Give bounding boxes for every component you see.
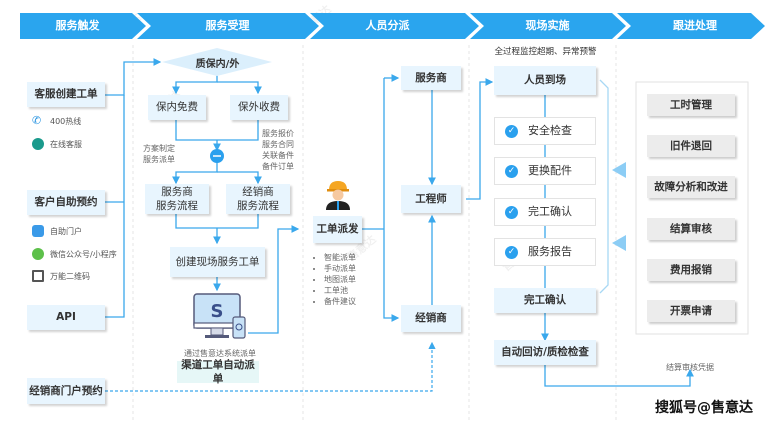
followup-item: 结算审核 xyxy=(647,218,735,240)
followup-panel xyxy=(635,81,749,335)
step-label: 服务报告 xyxy=(528,244,572,258)
channel-online-cs: 在线客服 xyxy=(32,138,82,150)
note-line: 服务报价 xyxy=(262,129,294,138)
stage-banner xyxy=(20,13,765,39)
dispatch-method: 备件建议 xyxy=(324,296,356,307)
dispatch-methods-list: 智能派单 手动派单 地图派单 工单池 备件建议 xyxy=(312,252,356,307)
onsite-step: ✓ 安全检查 xyxy=(494,117,596,145)
stage-followup: 跟进处理 xyxy=(673,19,717,32)
note-line: 服务派单 xyxy=(143,155,175,164)
dealer-portal-booking-box: 经销商门户预约 xyxy=(27,378,105,404)
channel-label: 400热线 xyxy=(50,116,82,126)
qrcode-icon xyxy=(32,270,44,282)
warranty-decision-label: 质保内/外 xyxy=(195,59,240,70)
engineer-box: 工程师 xyxy=(401,185,461,213)
box-line: 服务流程 xyxy=(156,200,198,212)
computer-system-icon: S xyxy=(193,293,246,339)
footer-credit: 搜狐号@售意达 xyxy=(655,400,753,416)
warranty-decision-diamond xyxy=(162,48,272,76)
channel-hotline: ✆ 400热线 xyxy=(32,115,81,127)
followup-item: 旧件退回 xyxy=(647,135,735,157)
channel-qrcode: 万能二维码 xyxy=(32,270,90,282)
wechat-icon xyxy=(32,248,44,260)
create-field-order-box: 创建现场服务工单 xyxy=(170,247,265,277)
note-line: 服务合同 xyxy=(262,140,294,149)
channel-label: 微信公众号/小程序 xyxy=(50,249,117,259)
note-line: 备件订单 xyxy=(262,162,294,171)
settlement-basis-note: 结算审核凭据 xyxy=(666,363,714,372)
system-dispatch-caption: 通过售意达系统派单 xyxy=(184,349,256,358)
followup-item: 开票申请 xyxy=(647,300,735,322)
channel-wechat: 微信公众号/小程序 xyxy=(32,248,117,260)
dispatch-method: 工单池 xyxy=(324,285,356,296)
revisit-quality-check-box: 自动回访/质检检查 xyxy=(494,340,596,365)
self-booking-box: 客户自助预约 xyxy=(27,190,105,215)
feedback-arrow xyxy=(612,162,626,178)
api-box: API xyxy=(27,305,105,330)
followup-item: 故障分析和改进 xyxy=(647,176,735,198)
staff-arrival-box: 人员到场 xyxy=(494,66,596,95)
channel-label: 在线客服 xyxy=(50,139,82,149)
channel-auto-dispatch-box: 渠道工单自动派单 xyxy=(177,359,259,385)
stage-dispatch: 人员分派 xyxy=(365,19,410,32)
engineer-avatar-icon xyxy=(326,181,350,210)
monitor-note: 全过程监控超期、异常预警 xyxy=(494,47,597,57)
step-label: 更换配件 xyxy=(528,163,572,177)
followup-item: 费用报销 xyxy=(647,259,735,281)
out-warranty-note: 服务报价 服务合同 关联备件 备件订单 xyxy=(262,128,294,172)
check-icon: ✓ xyxy=(505,205,518,219)
stage-onsite: 现场实施 xyxy=(525,19,570,32)
note-line: 关联备件 xyxy=(262,151,294,160)
feedback-arrow xyxy=(612,235,626,251)
out-warranty-box: 保外收费 xyxy=(230,95,288,120)
completion-confirm-box: 完工确认 xyxy=(494,288,596,313)
phone-icon: ✆ xyxy=(32,114,42,127)
step-label: 完工确认 xyxy=(528,204,572,218)
stage-trigger: 服务触发 xyxy=(55,19,100,32)
check-icon: ✓ xyxy=(505,245,518,259)
dispatch-method: 手动派单 xyxy=(324,263,356,274)
stage-acceptance: 服务受理 xyxy=(205,19,250,32)
channel-label: 自助门户 xyxy=(50,226,82,236)
check-icon: ✓ xyxy=(505,124,518,138)
in-warranty-note: 方案制定 服务派单 xyxy=(143,143,175,165)
work-order-dispatch-box: 工单派发 xyxy=(313,216,362,243)
dispatch-method: 地图派单 xyxy=(324,274,356,285)
onsite-step: ✓ 服务报告 xyxy=(494,238,596,266)
dispatch-method: 智能派单 xyxy=(324,252,356,263)
box-line: 服务流程 xyxy=(237,200,279,212)
service-provider-box: 服务商 xyxy=(401,66,461,90)
dealer-service-flow-box: 经销商 服务流程 xyxy=(226,184,290,214)
box-line: 经销商 xyxy=(242,185,274,198)
box-line: 服务商 xyxy=(161,185,193,198)
in-warranty-box: 保内免费 xyxy=(148,95,206,120)
onsite-step: ✓ 完工确认 xyxy=(494,198,596,226)
note-line: 方案制定 xyxy=(143,144,175,153)
chat-icon xyxy=(32,138,44,150)
channel-self-portal: 自助门户 xyxy=(32,225,82,237)
check-icon: ✓ xyxy=(505,164,518,178)
svg-text:S: S xyxy=(211,301,224,322)
followup-item: 工时管理 xyxy=(647,94,735,116)
step-label: 安全检查 xyxy=(528,123,572,137)
dealer-box: 经销商 xyxy=(401,305,461,332)
channel-label: 万能二维码 xyxy=(50,271,90,281)
provider-service-flow-box: 服务商 服务流程 xyxy=(145,184,209,214)
portal-icon xyxy=(32,225,44,237)
onsite-step: ✓ 更换配件 xyxy=(494,157,596,185)
customer-service-order-box: 客服创建工单 xyxy=(27,82,105,107)
